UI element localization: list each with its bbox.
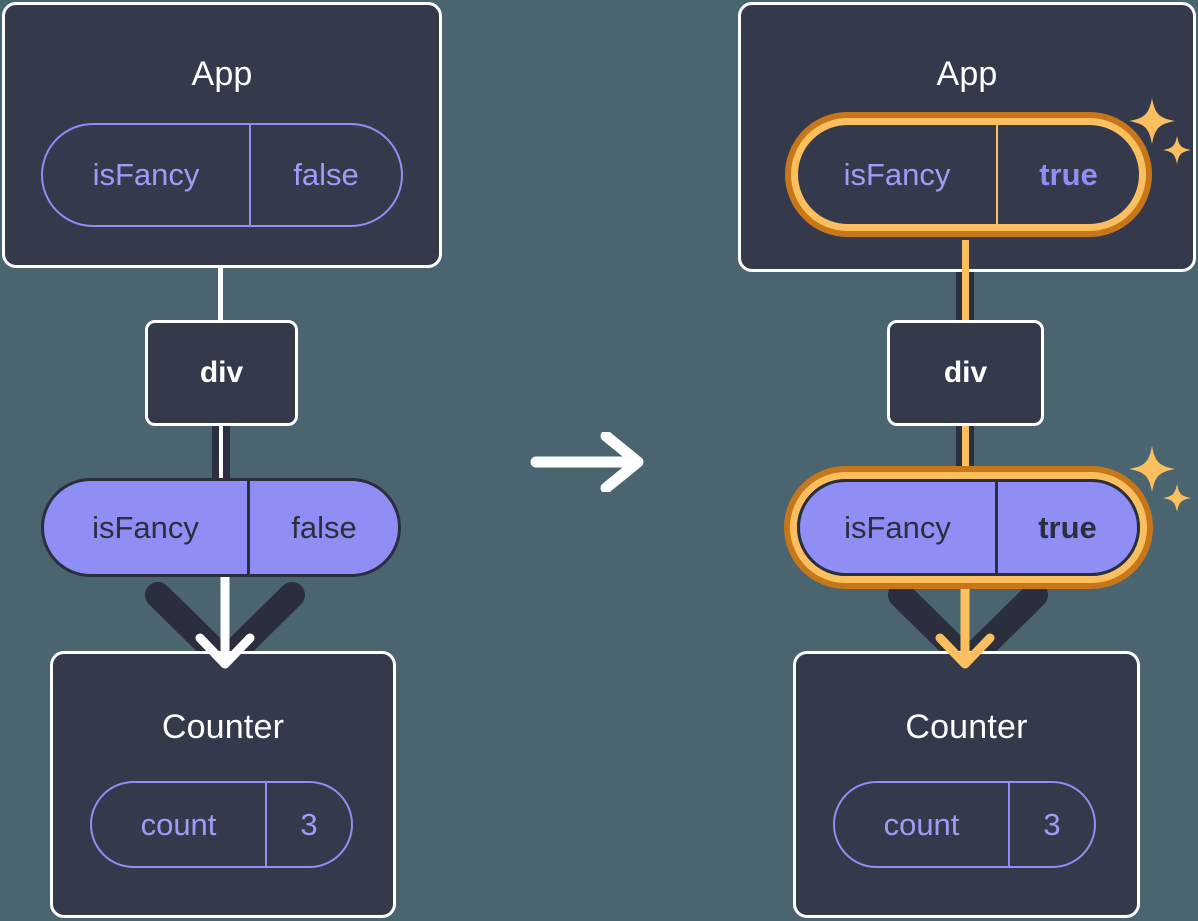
counter-prop-value-right: 3 bbox=[1043, 806, 1061, 842]
app-title-right: App bbox=[936, 55, 998, 93]
connector-div-to-state-core-left bbox=[219, 424, 223, 484]
div-node-label-left: div bbox=[199, 356, 244, 389]
counter-prop-value-left: 3 bbox=[300, 806, 318, 842]
state-value-right: true bbox=[1038, 509, 1097, 545]
app-prop-key-right: isFancy bbox=[798, 125, 998, 224]
connector-app-to-div-left bbox=[218, 262, 223, 324]
counter-title-right: Counter bbox=[905, 708, 1028, 746]
app-title-left: App bbox=[191, 55, 253, 93]
counter-prop-key-right: count bbox=[835, 783, 1010, 866]
transition-arrow-right-icon bbox=[530, 432, 644, 492]
connector-div-to-state-core-right bbox=[962, 424, 969, 486]
state-value-left: false bbox=[291, 509, 357, 545]
sparkle-icon-app-right bbox=[1129, 98, 1191, 164]
counter-prop-pill-left: count 3 bbox=[90, 781, 353, 868]
app-prop-value-left: false bbox=[293, 157, 359, 192]
state-key-left: isFancy bbox=[44, 481, 250, 574]
sparkle-icon-state-right bbox=[1129, 446, 1191, 512]
state-key-right: isFancy bbox=[800, 482, 998, 573]
state-to-counter-arrow-core-left bbox=[195, 555, 255, 669]
app-prop-key-left: isFancy bbox=[43, 125, 251, 225]
app-prop-pill-left: isFancy false bbox=[41, 123, 403, 227]
counter-prop-key-left: count bbox=[92, 783, 267, 866]
app-prop-value-right: true bbox=[1039, 156, 1098, 192]
state-pill-right: isFancy true bbox=[797, 479, 1140, 576]
counter-title-left: Counter bbox=[161, 708, 285, 746]
div-node-left: div bbox=[145, 320, 298, 426]
app-prop-pill-right: isFancy true bbox=[798, 125, 1139, 224]
state-pill-left: isFancy false bbox=[41, 478, 401, 577]
counter-component-box-right: Counter bbox=[793, 651, 1140, 918]
div-node-right: div bbox=[887, 320, 1044, 426]
connector-app-to-div-core-right bbox=[962, 240, 969, 326]
counter-prop-pill-right: count 3 bbox=[833, 781, 1096, 868]
state-to-counter-arrow-core-right bbox=[935, 555, 995, 669]
div-node-label-right: div bbox=[943, 356, 988, 389]
